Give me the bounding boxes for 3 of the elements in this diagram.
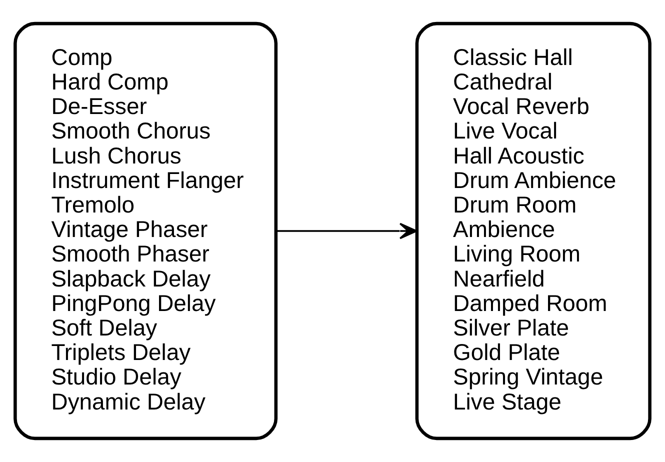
node-box: Classic Hall Cathedral Vocal Reverb Live Vocal Hall Acoustic Drum Ambience Drum Room Ambience Living Room Nearfield Damped Room Silver Plate Gold Plate Spring Vintage Live Stage — [415, 22, 652, 440]
arrow — [276, 222, 418, 240]
node-box: Comp Hard Comp De-Esser Smooth Chorus Lush Chorus Instrument Flanger Tremolo Vintage Phaser Smooth Phaser Slapback Delay PingPong Delay Soft Delay Triplets Delay Studio Delay Dynamic Delay — [14, 22, 278, 440]
